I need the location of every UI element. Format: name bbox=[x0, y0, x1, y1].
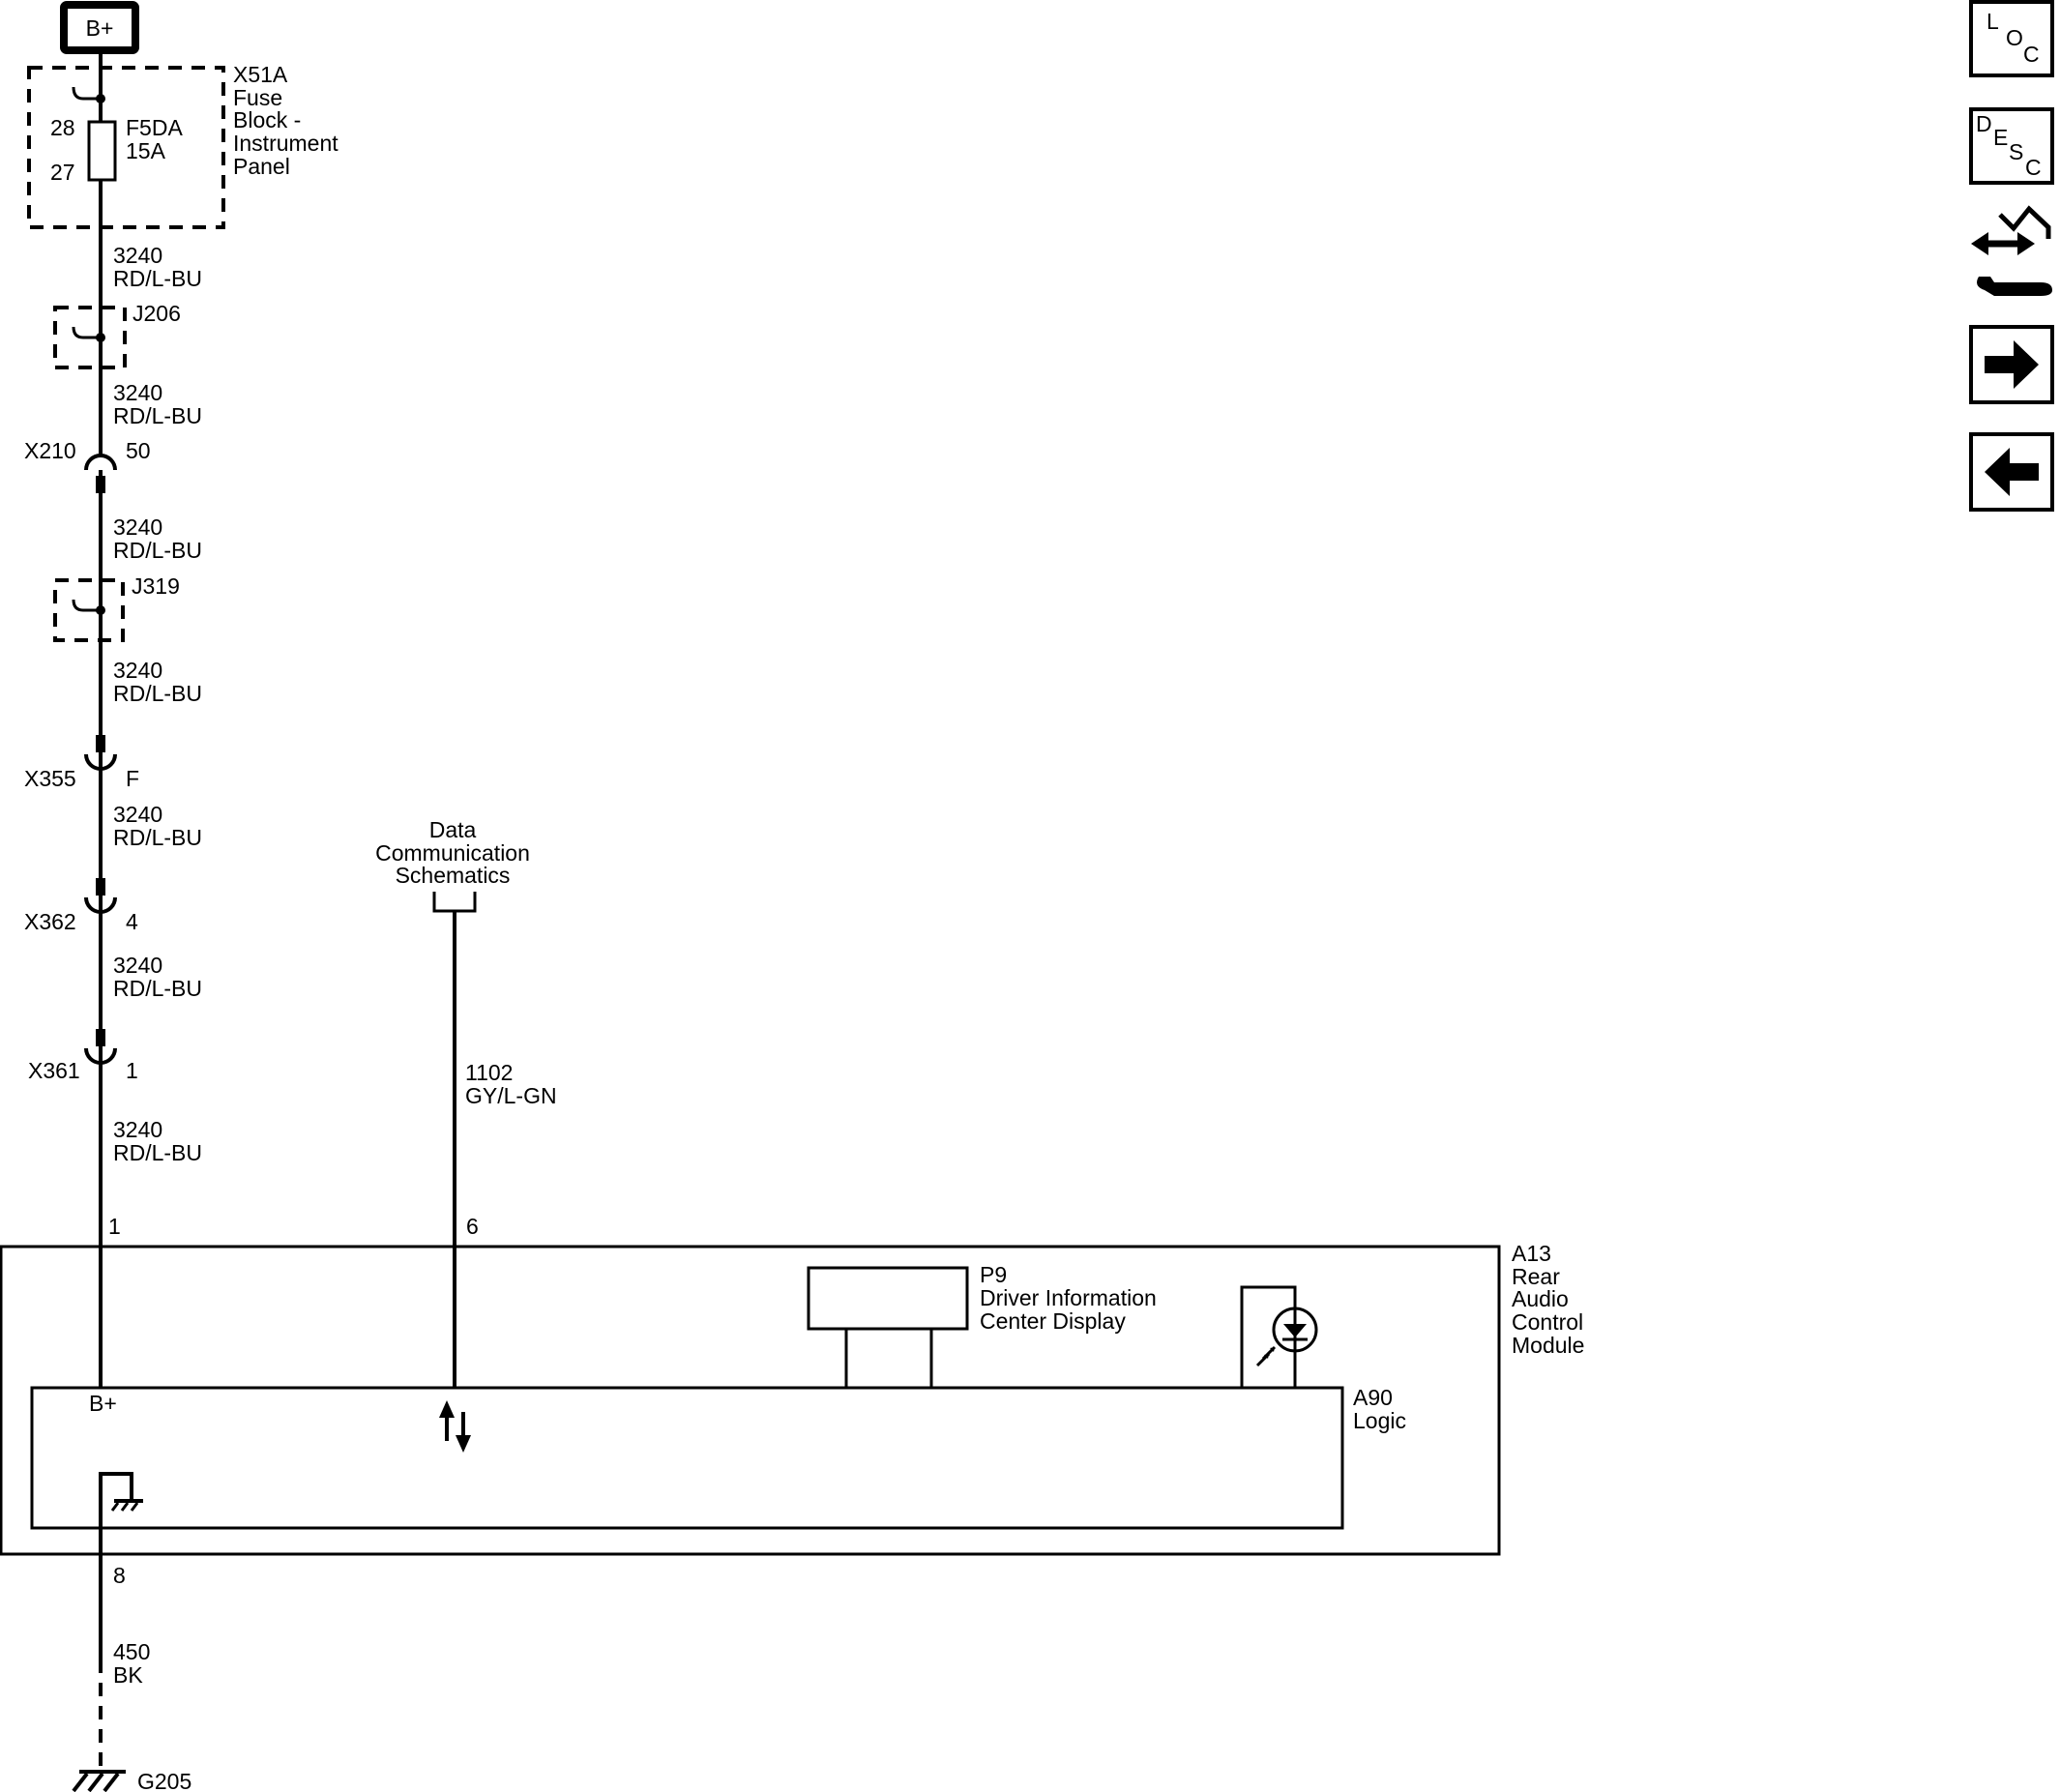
wire-circuit: 3240 bbox=[113, 514, 162, 540]
connector-pin: 1 bbox=[126, 1058, 138, 1083]
display-desc-1: Driver Information bbox=[980, 1285, 1157, 1310]
connector-x355: X355 F bbox=[24, 735, 139, 791]
previous-arrow-icon[interactable] bbox=[1969, 432, 2054, 512]
connector-pin: 4 bbox=[126, 909, 138, 934]
ground-pin: 8 bbox=[113, 1563, 126, 1588]
logic-desc: Logic bbox=[1353, 1408, 1406, 1433]
ground-wire: 8 450 BK bbox=[99, 1554, 150, 1770]
module-desc-2: Audio bbox=[1512, 1286, 1569, 1311]
battery-label: B+ bbox=[86, 15, 114, 41]
module-name: A13 bbox=[1512, 1241, 1551, 1266]
desc-letter-d: D bbox=[1976, 111, 1992, 136]
fuse-block-desc-1: Fuse bbox=[233, 85, 282, 110]
wire-circuit: 3240 bbox=[113, 802, 162, 827]
desc-letter-e: E bbox=[1993, 125, 2008, 150]
fuse-block-x51a: 28 27 F5DA 15A X51A Fuse Block - Instrum… bbox=[27, 62, 338, 229]
wire-circuit: 3240 bbox=[113, 1117, 162, 1142]
fuse-rating: 15A bbox=[126, 138, 166, 163]
wire-color: RD/L-BU bbox=[113, 538, 202, 563]
fuse-pin-bottom: 27 bbox=[50, 160, 75, 185]
connector-name: X210 bbox=[24, 438, 76, 463]
wire-color: RD/L-BU bbox=[113, 681, 202, 706]
wire-labels: 3240 RD/L-BU 3240 RD/L-BU 3240 RD/L-BU 3… bbox=[113, 243, 202, 1165]
internal-ground-icon bbox=[99, 1472, 143, 1554]
description-button[interactable]: D E S C bbox=[1969, 107, 2054, 185]
data-ref-line-2: Communication bbox=[375, 840, 530, 866]
battery-positive-terminal: B+ bbox=[60, 1, 139, 54]
logic-a90: A90 Logic B+ bbox=[30, 1385, 1406, 1554]
next-arrow-icon[interactable] bbox=[1969, 325, 2054, 404]
loc-letter-l: L bbox=[1986, 9, 1999, 34]
splice-label: J206 bbox=[132, 301, 181, 326]
fuse-block-desc-2: Block - bbox=[233, 107, 301, 132]
ground-g205-icon: G205 bbox=[72, 1769, 191, 1792]
fuse-block-desc-3: Instrument bbox=[233, 131, 338, 156]
wire-color: RD/L-BU bbox=[113, 1140, 202, 1165]
connector-name: X362 bbox=[24, 909, 76, 934]
loc-letter-c: C bbox=[2023, 42, 2040, 67]
data-wire-circuit: 1102 bbox=[465, 1060, 513, 1085]
module-pin-power: 1 bbox=[108, 1214, 121, 1239]
ground-label: G205 bbox=[137, 1769, 191, 1792]
module-a13: 1 6 A13 Rear Audio Control Module P9 Dri… bbox=[0, 1214, 1584, 1556]
connector-pin: 50 bbox=[126, 438, 151, 463]
data-wire-color: GY/L-GN bbox=[465, 1083, 557, 1108]
wire-circuit: 3240 bbox=[113, 243, 162, 268]
bidirectional-data-arrows-icon bbox=[439, 1400, 471, 1453]
desc-letter-c: C bbox=[2025, 155, 2042, 180]
connector-name: X355 bbox=[24, 766, 76, 791]
desc-letter-s: S bbox=[2009, 139, 2023, 164]
logic-name: A90 bbox=[1353, 1385, 1393, 1410]
fuse-pin-top: 28 bbox=[50, 115, 75, 140]
wire-color: RD/L-BU bbox=[113, 976, 202, 1001]
display-desc-2: Center Display bbox=[980, 1308, 1126, 1334]
connector-x361: X361 1 bbox=[28, 1029, 138, 1083]
module-desc-3: Control bbox=[1512, 1309, 1583, 1335]
ground-wire-circuit: 450 bbox=[113, 1639, 150, 1664]
module-pin-data: 6 bbox=[466, 1214, 479, 1239]
data-ref-line-1: Data bbox=[429, 817, 477, 842]
wire-circuit: 3240 bbox=[113, 953, 162, 978]
connector-x362: X362 4 bbox=[24, 878, 138, 934]
display-name: P9 bbox=[980, 1262, 1007, 1287]
data-ref-line-3: Schematics bbox=[396, 863, 511, 888]
wire-color: RD/L-BU bbox=[113, 825, 202, 850]
backlight-led-icon bbox=[1240, 1285, 1318, 1388]
wire-color: RD/L-BU bbox=[113, 266, 202, 291]
wire-color: RD/L-BU bbox=[113, 403, 202, 428]
module-desc-1: Rear bbox=[1512, 1264, 1560, 1289]
fuse-block-desc-4: Panel bbox=[233, 154, 290, 179]
fuse-f5da bbox=[87, 120, 117, 182]
fuse-block-name: X51A bbox=[233, 62, 288, 87]
loc-letter-o: O bbox=[2006, 25, 2023, 50]
splice-j206: J206 bbox=[53, 301, 181, 369]
data-communication-link: Data Communication Schematics 1102 GY/L-… bbox=[375, 817, 557, 1388]
splice-label: J319 bbox=[132, 573, 180, 599]
connector-x210: X210 50 bbox=[24, 438, 151, 493]
logic-bplus: B+ bbox=[89, 1391, 117, 1416]
connector-pin: F bbox=[126, 766, 139, 791]
wire-circuit: 3240 bbox=[113, 658, 162, 683]
driver-information-display: P9 Driver Information Center Display bbox=[807, 1262, 1157, 1388]
splice-j319: J319 bbox=[53, 573, 180, 642]
wire-circuit: 3240 bbox=[113, 380, 162, 405]
connector-name: X361 bbox=[28, 1058, 80, 1083]
module-desc-4: Module bbox=[1512, 1333, 1584, 1358]
fuse-name: F5DA bbox=[126, 115, 183, 140]
ground-wire-color: BK bbox=[113, 1662, 143, 1688]
connector-end-view-icon[interactable] bbox=[1971, 205, 2052, 296]
location-button[interactable]: L O C bbox=[1969, 0, 2054, 77]
